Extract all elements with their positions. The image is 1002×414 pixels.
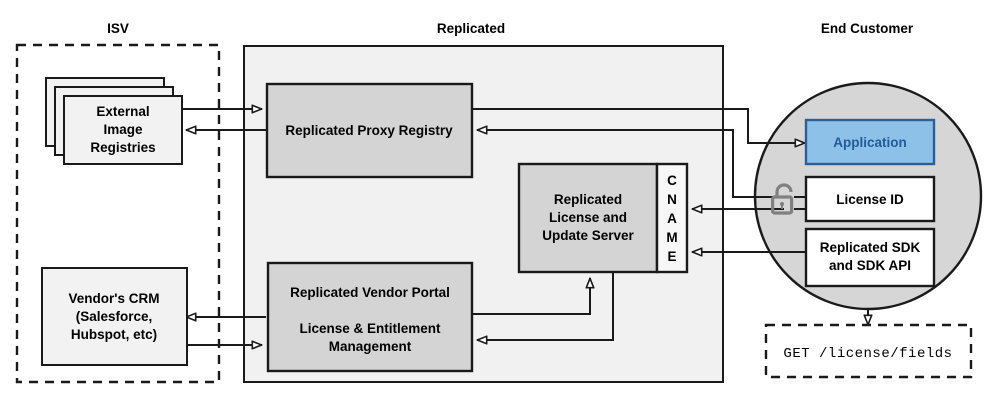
api-call-label: GET /license/fields (783, 346, 952, 362)
edge-license-server-to-portal (477, 272, 614, 340)
cname-letter-2: N (667, 192, 677, 207)
group-title-end-customer: End Customer (821, 21, 914, 36)
cname-box (655, 162, 689, 274)
license-update-server-box (517, 162, 659, 274)
stack-layer-front (63, 95, 183, 165)
node-external-image-registries[interactable]: External Image Registries (45, 77, 183, 165)
edge-customer-to-proxy (477, 130, 784, 198)
node-license-id[interactable]: License ID (804, 175, 936, 223)
registries-label-line-1: External (96, 104, 149, 119)
edge-portal-to-license-server (472, 278, 590, 315)
crm-box (41, 267, 188, 366)
vendor-portal-box (266, 261, 474, 373)
crm-label-line-1: Vendor's CRM (69, 291, 160, 306)
registries-label-line-3: Registries (90, 140, 155, 155)
proxy-registry-label: Replicated Proxy Registry (285, 123, 453, 138)
api-call-box (764, 323, 973, 379)
node-api-call[interactable]: GET /license/fields (764, 323, 973, 379)
license-server-label-line-1: Replicated (554, 192, 622, 207)
crm-label-line-3: Hubspot, etc) (71, 327, 157, 342)
node-cname[interactable]: C N A M E (655, 162, 689, 274)
application-label: Application (833, 135, 907, 150)
node-vendors-crm[interactable]: Vendor's CRM (Salesforce, Hubspot, etc) (41, 267, 188, 366)
cname-letter-3: A (667, 211, 677, 226)
registries-label-line-2: Image (103, 122, 143, 137)
open-padlock-icon (771, 183, 794, 215)
crm-label-line-2: (Salesforce, (76, 309, 153, 324)
vendor-portal-label-line-1: Replicated Vendor Portal (290, 285, 450, 300)
node-replicated-sdk[interactable]: Replicated SDK and SDK API (804, 227, 936, 288)
license-id-label: License ID (836, 192, 904, 207)
proxy-registry-box (265, 82, 474, 179)
vendor-portal-label-line-3: Management (329, 339, 412, 354)
edge-proxy-to-application (472, 108, 805, 143)
cname-letter-4: M (666, 230, 677, 245)
cname-letter-1: C (667, 173, 677, 188)
license-server-label-line-3: Update Server (542, 228, 634, 243)
application-box (804, 118, 936, 166)
node-replicated-proxy-registry[interactable]: Replicated Proxy Registry (265, 82, 474, 179)
group-title-isv: ISV (107, 21, 129, 36)
sdk-label-line-1: Replicated SDK (820, 240, 921, 255)
vendor-portal-label-line-2: License & Entitlement (299, 321, 441, 336)
sdk-label-line-2: and SDK API (829, 258, 911, 273)
cname-letter-5: E (667, 249, 676, 264)
node-replicated-vendor-portal[interactable]: Replicated Vendor Portal License & Entit… (266, 261, 474, 373)
license-server-label-line-2: License and (549, 210, 627, 225)
node-replicated-license-and-update-server[interactable]: Replicated License and Update Server (517, 162, 659, 274)
group-title-replicated: Replicated (437, 21, 505, 36)
node-application[interactable]: Application (804, 118, 936, 166)
isv-container (15, 43, 221, 384)
sdk-box (804, 227, 936, 288)
license-id-box (804, 175, 936, 223)
